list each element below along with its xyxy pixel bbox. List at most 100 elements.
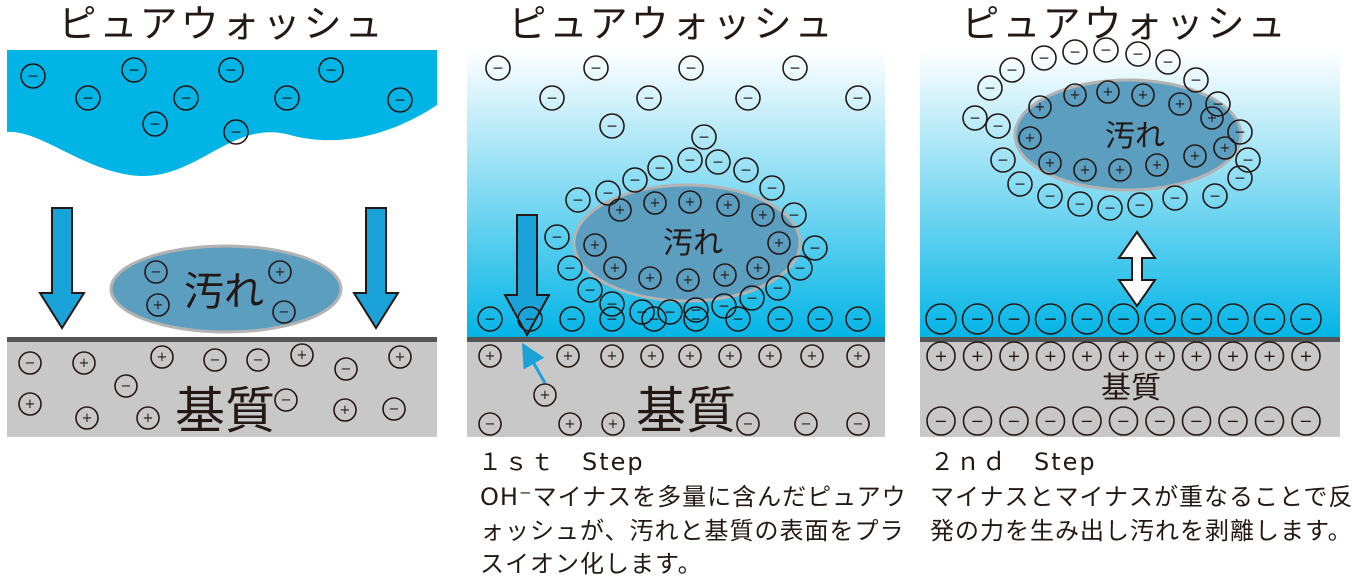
minus-sign: − — [82, 91, 94, 107]
plus-ion-icon — [18, 392, 42, 416]
minus-ion-icon — [477, 306, 503, 332]
plus-ion-icon — [1108, 341, 1139, 371]
plus-sign: + — [1070, 88, 1081, 103]
minus-ion-icon — [985, 113, 1011, 139]
minus-sign: − — [225, 63, 237, 79]
minus-sign: − — [740, 163, 752, 179]
minus-ion-icon — [1235, 147, 1261, 173]
minus-ion-icon — [223, 119, 249, 145]
minus-ion-icon — [272, 300, 296, 324]
caption-line-1: OH⁻マイナスを多量に含んだピュアウ — [480, 483, 907, 511]
minus-ion-icon — [1034, 303, 1067, 335]
plus-ion-icon — [640, 344, 664, 368]
plus-ion-icon — [603, 256, 627, 280]
minus-sign: − — [492, 61, 504, 77]
minus-ion-icon — [387, 87, 413, 113]
down-arrow-left — [38, 207, 86, 330]
minus-ion-icon — [647, 155, 673, 181]
substrate-label: 基質 — [636, 382, 736, 440]
plus-sign: + — [685, 195, 696, 210]
plus-sign: + — [1007, 346, 1020, 365]
plus-sign: + — [650, 196, 661, 211]
minus-ion-icon — [599, 291, 625, 317]
minus-sign: − — [712, 155, 724, 171]
plus-sign: + — [1152, 158, 1163, 173]
plus-sign: + — [1226, 346, 1239, 365]
minus-ion-icon — [1072, 406, 1102, 436]
plus-ion-icon — [583, 233, 607, 257]
minus-ion-icon — [539, 85, 565, 111]
panel-2-title: ピュアウォッシュ — [508, 2, 835, 46]
plus-ion-icon — [1096, 80, 1120, 104]
minus-ion-icon — [1162, 185, 1188, 211]
caption-line-3: スイオン化します。 — [480, 550, 703, 578]
substrate-label: 基質 — [1101, 371, 1161, 406]
minus-sign: − — [253, 353, 264, 368]
minus-ion-icon — [1254, 406, 1285, 436]
plus-ion-icon — [1072, 341, 1102, 371]
panel-2: ピュアウォッシュ −−−−−−−−−− 汚れ −−−−−−−−−−−−−−−−−… — [467, 2, 907, 578]
minus-sign: − — [210, 353, 221, 368]
minus-sign: − — [1162, 55, 1174, 71]
plus-ion-icon — [846, 344, 870, 368]
minus-sign: − — [690, 303, 702, 319]
minus-ion-icon — [583, 55, 609, 81]
minus-sign: − — [853, 417, 864, 432]
minus-ion-icon — [962, 105, 988, 131]
minus-sign: − — [1234, 171, 1246, 187]
plus-ion-icon — [678, 344, 702, 368]
plus-ion-icon — [758, 344, 782, 368]
minus-ion-icon — [787, 255, 813, 281]
minus-sign: − — [1190, 411, 1203, 430]
minus-sign: − — [1153, 310, 1167, 330]
dirt-label: 汚れ — [184, 269, 264, 315]
minus-sign: − — [718, 299, 730, 315]
minus-sign: − — [325, 63, 337, 79]
plus-ion-icon — [1063, 83, 1087, 107]
minus-ion-icon — [144, 260, 168, 284]
plus-ion-icon — [558, 412, 582, 436]
plus-ion-icon — [600, 344, 624, 368]
plus-ion-icon — [72, 351, 96, 375]
plus-ion-icon — [608, 198, 632, 222]
dirt-ions: −−−−−−−−−−−−−−−−−−−−−−+++++++++++++ — [962, 37, 1261, 221]
minus-sign: − — [1074, 197, 1086, 213]
minus-ion-icon — [725, 306, 751, 332]
plus-sign: + — [153, 298, 164, 313]
minus-ion-icon — [173, 85, 199, 111]
plus-sign: + — [157, 350, 168, 365]
minus-ion-icon — [733, 157, 759, 183]
minus-sign: − — [1134, 198, 1146, 214]
minus-sign: − — [934, 411, 947, 430]
minus-sign: − — [1006, 63, 1018, 79]
plus-sign: + — [615, 203, 626, 218]
plus-ion-icon — [388, 345, 412, 369]
minus-ion-icon — [1290, 303, 1322, 335]
plus-sign: + — [1220, 141, 1231, 156]
step-label: ２ｎｄ Step — [930, 448, 1097, 476]
plus-ion-icon — [767, 231, 791, 255]
minus-sign: − — [992, 119, 1004, 135]
minus-sign: − — [742, 91, 754, 107]
plus-ion-icon — [746, 256, 770, 280]
minus-ion-icon — [318, 57, 344, 83]
minus-ion-icon — [1202, 183, 1228, 209]
down-arrow-right — [352, 207, 400, 330]
minus-ion-icon — [781, 202, 807, 228]
minus-sign: − — [25, 356, 36, 371]
minus-sign: − — [809, 241, 821, 257]
minus-sign: − — [551, 230, 563, 246]
minus-ion-icon — [246, 348, 270, 372]
minus-sign: − — [1069, 45, 1081, 61]
minus-sign: − — [27, 69, 39, 85]
minus-sign: − — [484, 312, 496, 328]
minus-sign: − — [128, 63, 140, 79]
panel-3-title: ピュアウォッシュ — [961, 2, 1288, 46]
minus-sign: − — [1007, 310, 1021, 330]
plus-ion-icon — [1254, 341, 1285, 371]
minus-sign: − — [1299, 310, 1313, 330]
plus-ion-icon — [290, 343, 314, 367]
minus-sign: − — [394, 93, 406, 109]
minus-ion-icon — [595, 180, 621, 206]
plus-sign: + — [1207, 111, 1218, 126]
